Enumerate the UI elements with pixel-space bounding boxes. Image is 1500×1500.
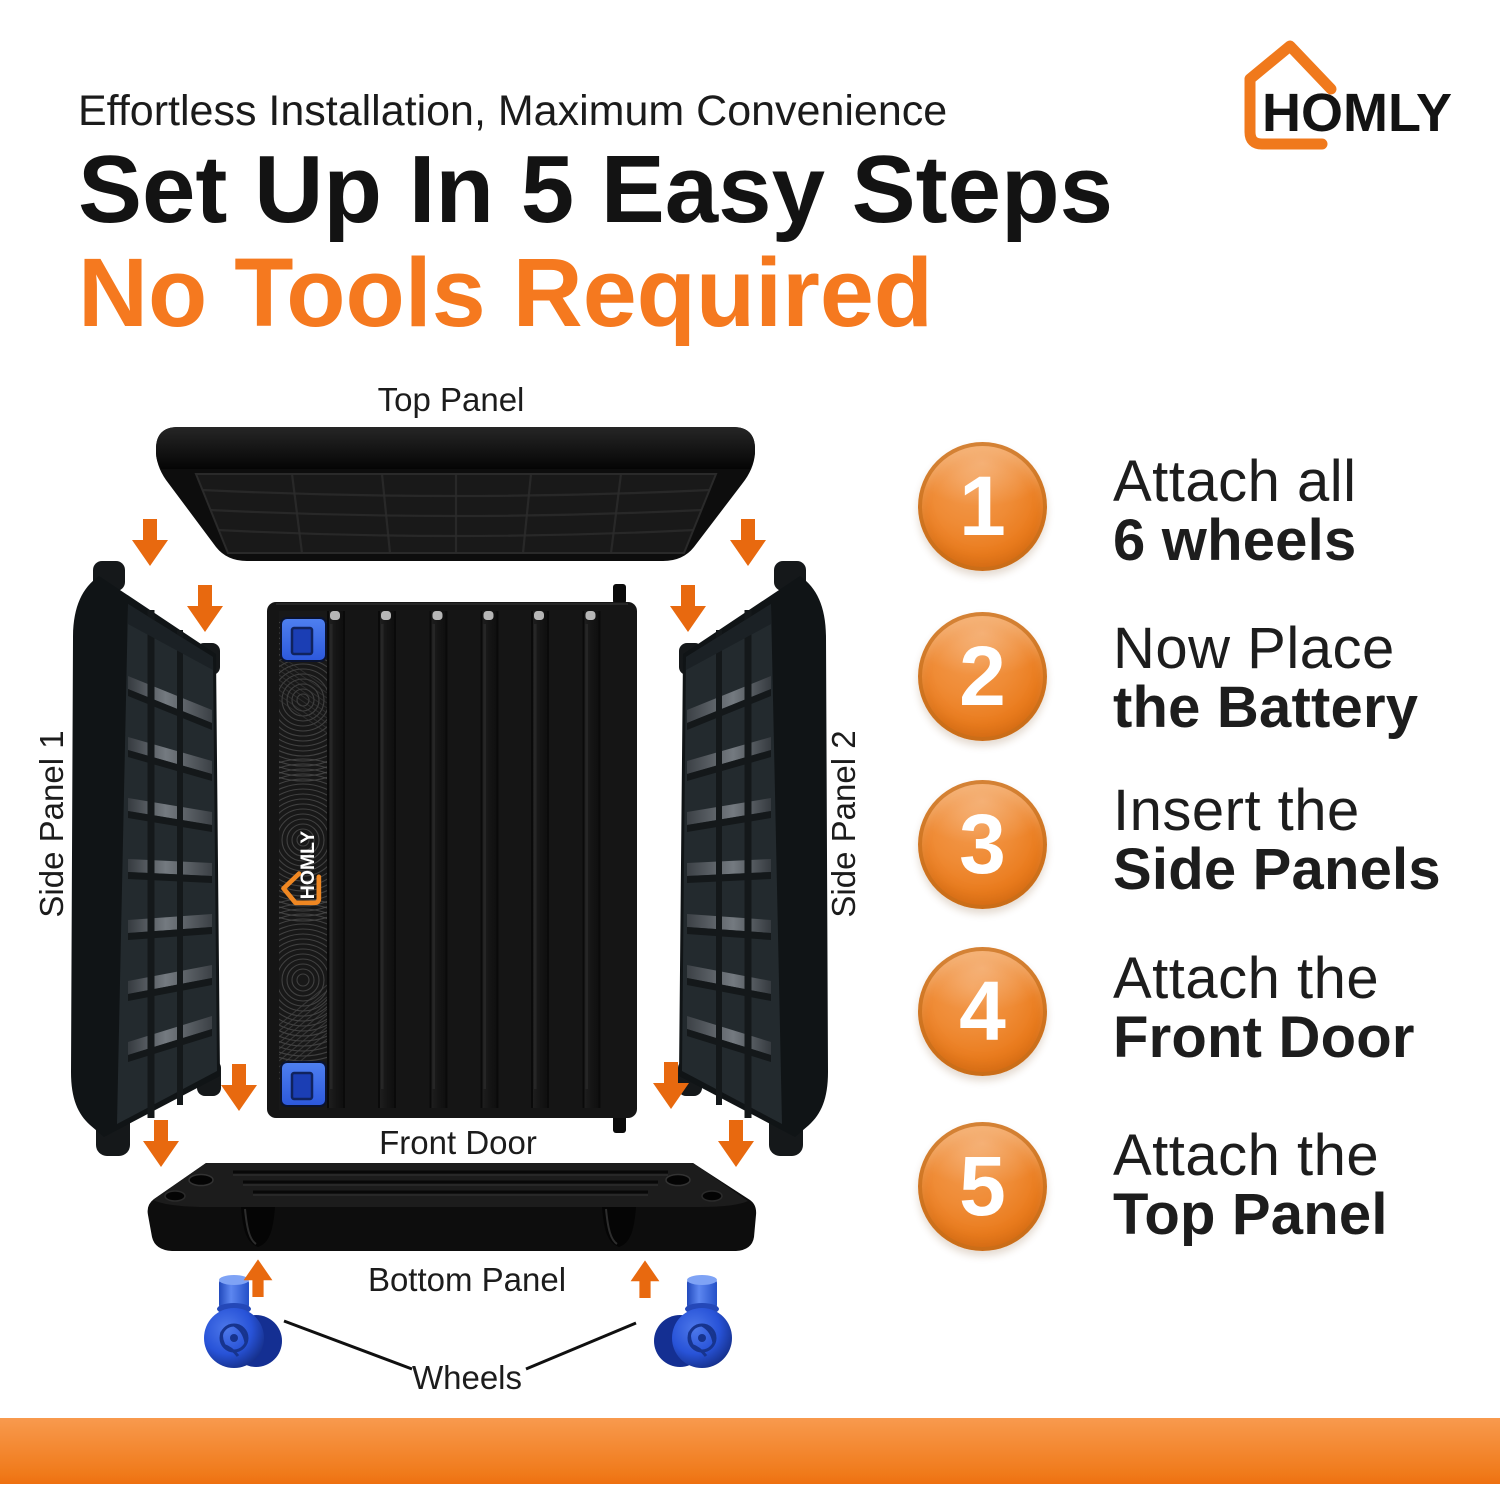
svg-text:HOMLY: HOMLY	[297, 831, 319, 899]
svg-text:HOMLY: HOMLY	[1262, 83, 1452, 143]
